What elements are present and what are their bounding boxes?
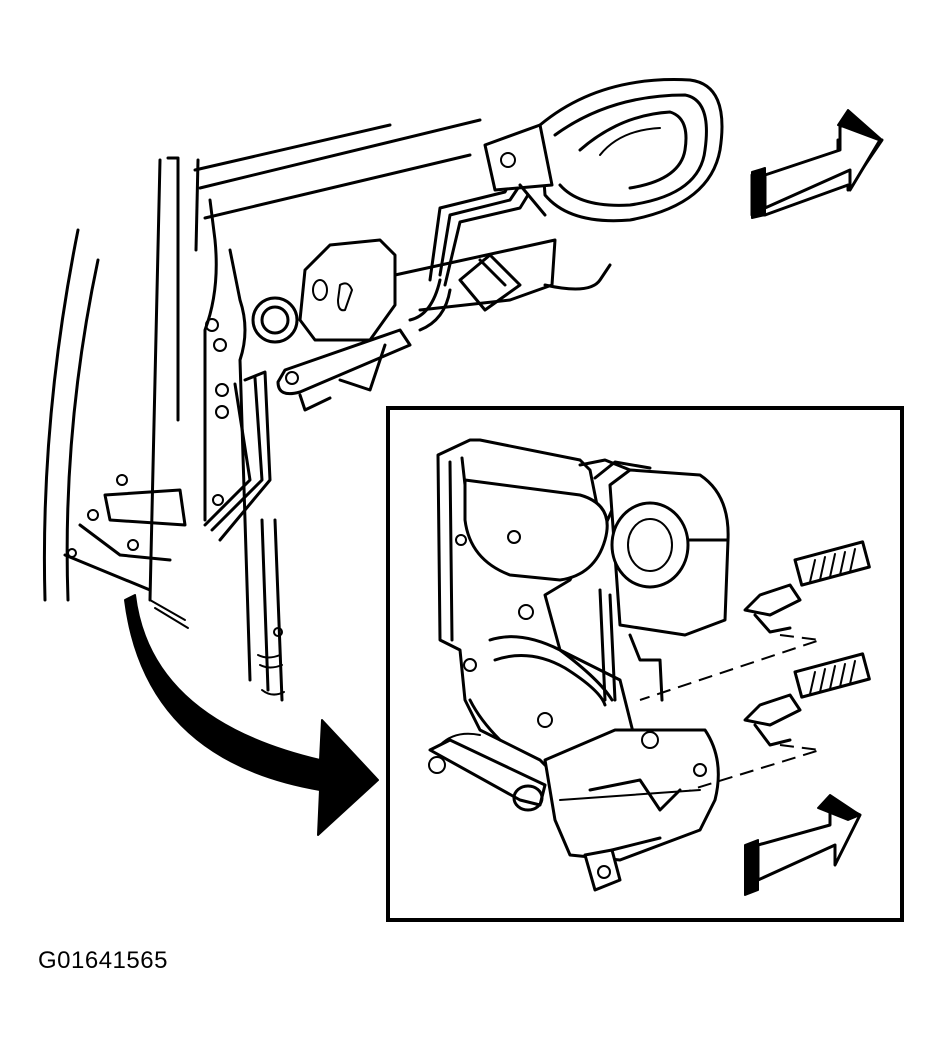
inset-frame — [386, 406, 904, 922]
inside-door-handle — [483, 78, 724, 223]
upper-connector — [639, 540, 871, 701]
door-lock-actuator — [428, 438, 871, 892]
door-panel — [42, 118, 482, 702]
curved-arrow-icon — [124, 594, 379, 836]
figure-id-label: G01641565 — [38, 947, 168, 974]
lower-connector — [689, 652, 871, 791]
lock-bracket — [276, 238, 612, 412]
forward-arrow-icon — [750, 109, 884, 219]
forward-arrow-icon — [744, 794, 862, 896]
